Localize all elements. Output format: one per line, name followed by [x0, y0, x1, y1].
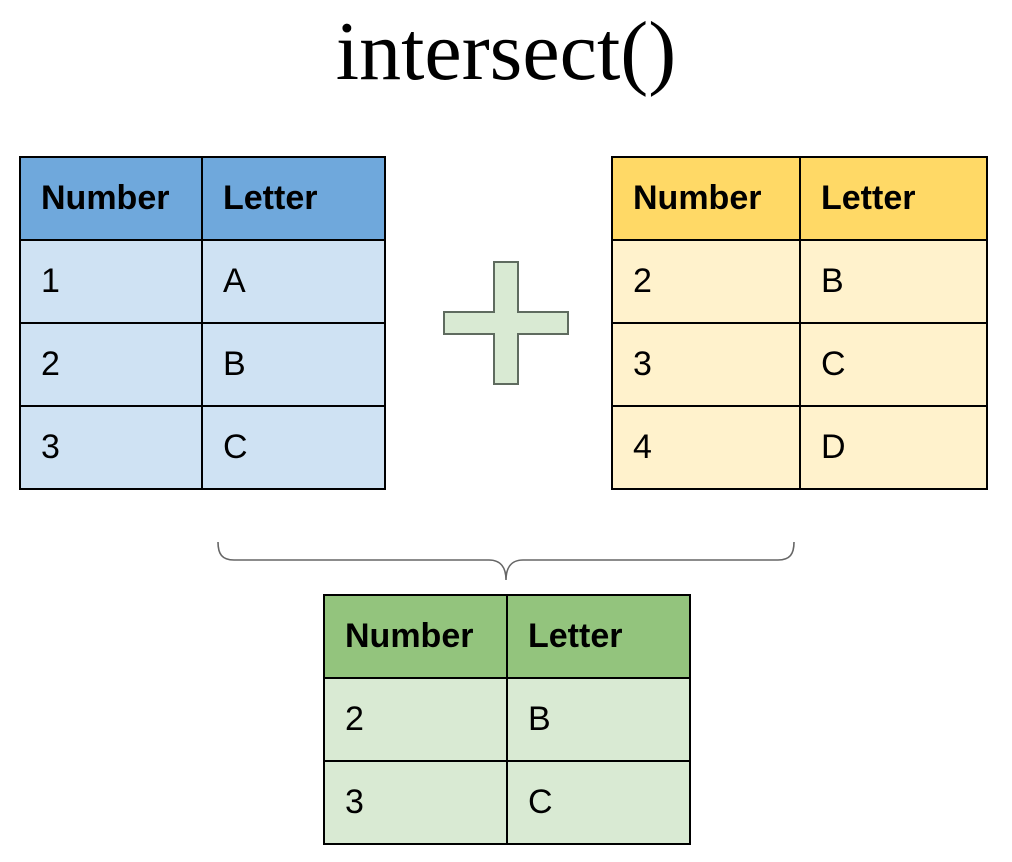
result-table: Number Letter 2 B 3 C: [323, 594, 691, 845]
column-header-number: Number: [323, 594, 508, 679]
curly-brace-icon: [217, 541, 795, 581]
letter-cell: A: [201, 239, 386, 324]
column-header-letter: Letter: [506, 594, 691, 679]
table-row: 1 A: [19, 239, 386, 324]
table-header-row: Number Letter: [611, 156, 988, 241]
number-cell: 2: [611, 239, 801, 324]
number-cell: 4: [611, 405, 801, 490]
plus-icon: [443, 261, 569, 385]
letter-cell: C: [506, 760, 691, 845]
table-header-row: Number Letter: [323, 594, 691, 679]
page-title: intersect(): [335, 5, 677, 98]
table-row: 2 B: [323, 677, 691, 762]
letter-cell: C: [799, 322, 988, 407]
number-cell: 3: [323, 760, 508, 845]
table-row: 3 C: [19, 405, 386, 490]
number-cell: 1: [19, 239, 203, 324]
table-row: 2 B: [19, 322, 386, 407]
table-row: 4 D: [611, 405, 988, 490]
column-header-letter: Letter: [201, 156, 386, 241]
number-cell: 2: [323, 677, 508, 762]
letter-cell: D: [799, 405, 988, 490]
letter-cell: B: [506, 677, 691, 762]
column-header-letter: Letter: [799, 156, 988, 241]
column-header-number: Number: [611, 156, 801, 241]
number-cell: 3: [19, 405, 203, 490]
letter-cell: B: [201, 322, 386, 407]
table-b: Number Letter 2 B 3 C 4 D: [611, 156, 988, 490]
column-header-number: Number: [19, 156, 203, 241]
number-cell: 2: [19, 322, 203, 407]
letter-cell: B: [799, 239, 988, 324]
table-row: 3 C: [323, 760, 691, 845]
table-row: 3 C: [611, 322, 988, 407]
table-a: Number Letter 1 A 2 B 3 C: [19, 156, 386, 490]
table-row: 2 B: [611, 239, 988, 324]
table-header-row: Number Letter: [19, 156, 386, 241]
letter-cell: C: [201, 405, 386, 490]
number-cell: 3: [611, 322, 801, 407]
